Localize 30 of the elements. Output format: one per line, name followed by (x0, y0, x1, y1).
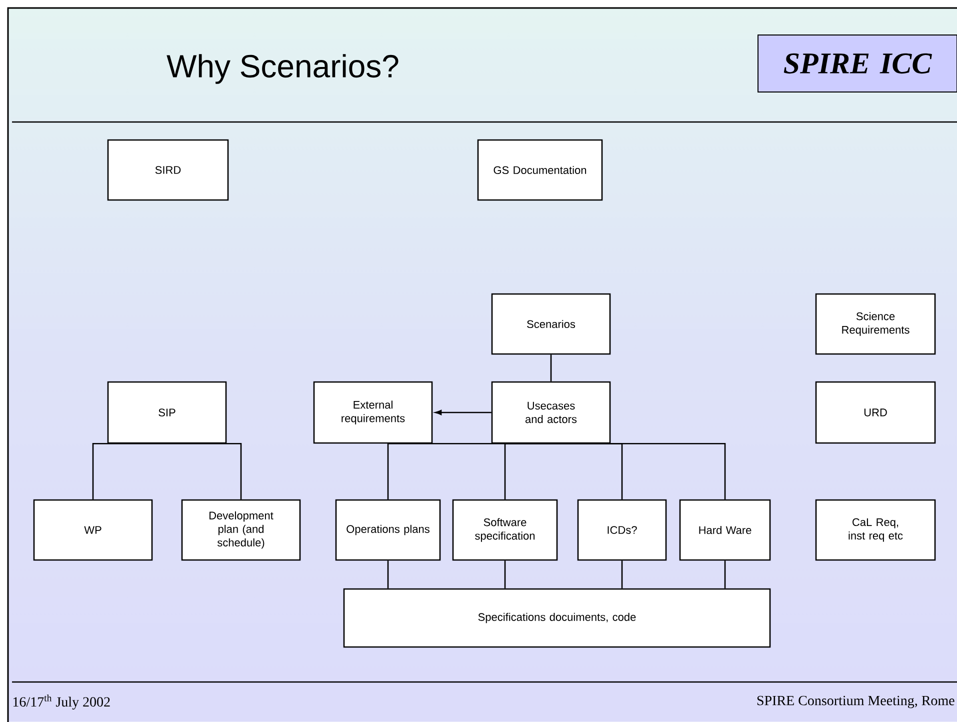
connector (387, 560, 389, 588)
process-box: Specifications docuiments, code (343, 588, 771, 648)
process-box: Hard Ware (679, 499, 771, 561)
footer-text: SPIRE Consortium Meeting, Rome (757, 696, 954, 708)
connector (92, 443, 167, 500)
process-box: ICDs? (577, 499, 667, 561)
connector (621, 560, 623, 588)
footer-text: 16/17$^{th}$ July 2002 (13, 694, 110, 710)
process-box: Science Requirements (815, 293, 936, 355)
process-box: Software specification (452, 499, 558, 561)
connector (551, 443, 726, 500)
process-box: GS Documentation (477, 139, 603, 201)
process-box: Operations plans (335, 499, 441, 561)
slide-title: Why Scenarios? (166, 54, 398, 84)
connector (435, 410, 492, 416)
process-box: Scenarios (491, 293, 611, 355)
process-box: CaL Req, inst req etc (815, 499, 936, 561)
connector (167, 443, 242, 500)
badge-box: SPIRE ICC (758, 34, 957, 92)
process-box: SIRD (107, 139, 229, 201)
connector (724, 560, 726, 588)
connector (504, 560, 506, 588)
process-box: SIP (107, 381, 227, 444)
connector (504, 443, 551, 500)
connector (550, 354, 552, 382)
process-box: WP (33, 499, 153, 561)
process-box: Usecases and actors (491, 381, 611, 444)
process-box: External requirements (313, 381, 433, 444)
process-box: Development plan (and schedule) (181, 499, 301, 561)
process-box: URD (815, 381, 936, 444)
